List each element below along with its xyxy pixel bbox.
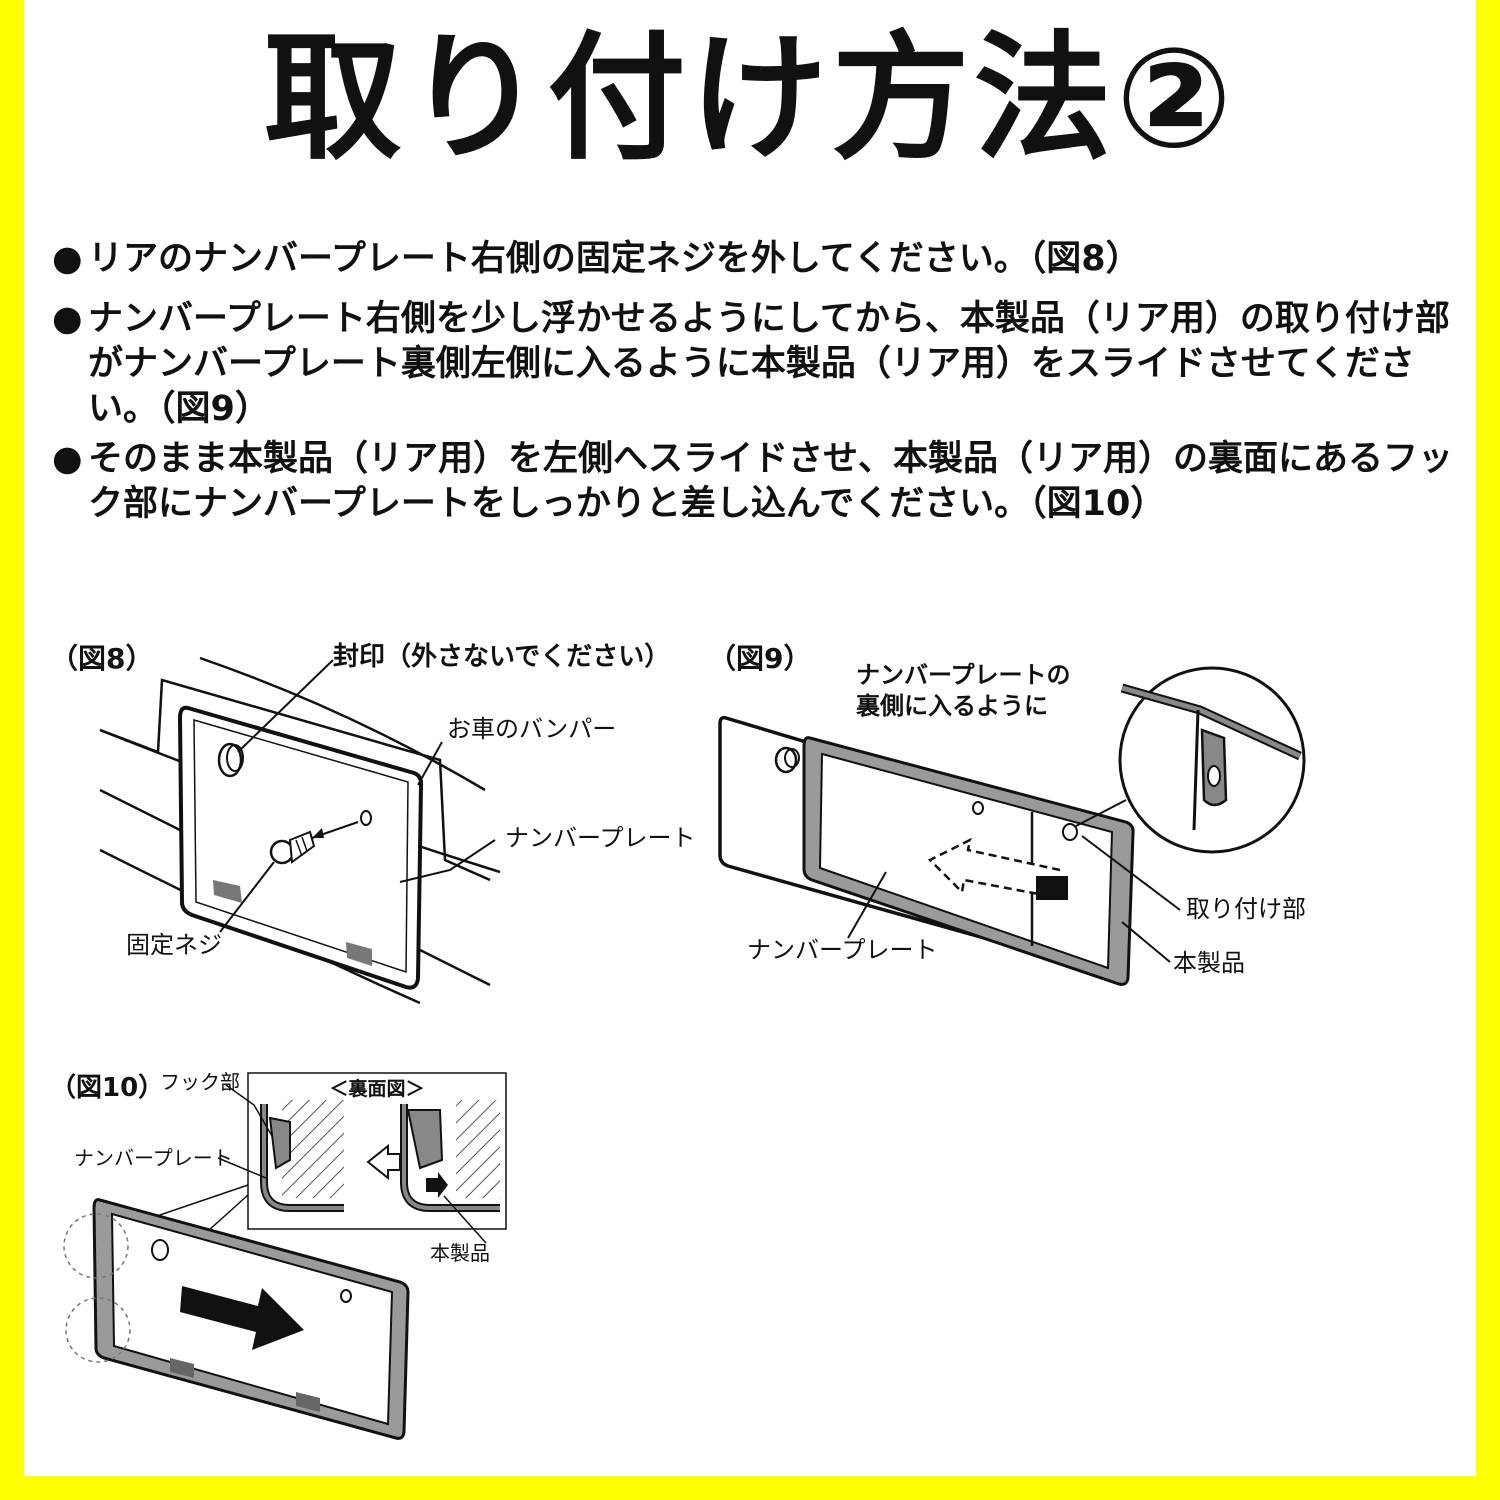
hook-icon (268, 1116, 291, 1170)
instruction-text: ナンバープレート右側を少し浮かせるようにしてから、本製品（リア用）の取り付け部が… (88, 299, 1450, 429)
plate-tab (213, 880, 242, 903)
figure-9: （図9） ナンバープレートの 裏側に入るように 取り付け部 (708, 642, 1306, 986)
arrow-tail-block (1036, 876, 1068, 900)
leader-line (1121, 921, 1171, 963)
leader-line (399, 839, 496, 883)
leader-line (1081, 835, 1181, 911)
label-number-plate: ナンバープレート (74, 1146, 233, 1170)
detail-circle (65, 1297, 131, 1363)
figure-10-caption: （図10） (50, 1073, 164, 1103)
plate-hatched-area (282, 1100, 344, 1198)
screw-icon (269, 830, 316, 865)
label-number-plate: ナンバープレート (747, 936, 938, 964)
arrow-head-icon (312, 828, 324, 838)
instruction-text: リアのナンバープレート右側の固定ネジを外してください。（図8） (88, 239, 1141, 279)
label-mount-part: 取り付け部 (1186, 895, 1306, 923)
label-hook-part: フック部 (160, 1070, 240, 1094)
label-seal: 封印（外さないでください） (333, 642, 670, 672)
detail-circle (63, 1213, 129, 1279)
screw-hole (340, 1289, 352, 1303)
right-arrow-icon (426, 1172, 448, 1198)
label-product: 本製品 (430, 1241, 490, 1265)
instruction-item: ● ナンバープレート右側を少し浮かせるようにしてから、本製品（リア用）の取り付け… (52, 297, 1462, 432)
slide-arrow-icon (927, 837, 1061, 900)
figure-9-caption: （図9） (708, 642, 811, 675)
figure-8-caption: （図8） (50, 642, 153, 675)
label-product: 本製品 (1173, 949, 1245, 977)
leader-line (237, 659, 334, 753)
mount-hole (1062, 823, 1078, 841)
bullet-icon: ● (52, 299, 83, 339)
figure-8: （図8） 封印（外さないでください (50, 642, 696, 1005)
callout-text: 裏側に入るように (855, 692, 1048, 720)
figure-10: （図10） フック部 ナンバープレート ＜裏面図＞ 本製品 (50, 1070, 507, 1440)
bullet-icon: ● (52, 439, 83, 479)
screw-hole (972, 801, 984, 815)
seal-icon (226, 744, 244, 772)
label-fixing-screw: 固定ネジ (126, 931, 222, 959)
number-plate-inner-edge (193, 718, 409, 974)
screw-hole (360, 810, 372, 826)
seal-icon (784, 748, 800, 768)
instruction-item: ● リアのナンバープレート右側の固定ネジを外してください。（図8） (52, 237, 1462, 282)
bullet-icon: ● (52, 239, 83, 279)
label-number-plate: ナンバープレート (505, 824, 696, 852)
left-arrow-icon (366, 1143, 401, 1181)
plate-recess-outline (99, 678, 491, 882)
seal-icon (217, 742, 243, 778)
seal-icon (151, 1239, 169, 1261)
leader-line (217, 1157, 267, 1179)
zoom-callout (1075, 666, 1306, 854)
instruction-text: そのまま本製品（リア用）を左側へスライドさせ、本製品（リア用）の裏面にあるフック… (88, 439, 1454, 524)
leader-line (219, 861, 275, 933)
plate-tab (346, 942, 372, 966)
leader-line (443, 1195, 487, 1244)
callout-text: ナンバープレートの (856, 661, 1071, 689)
instruction-item: ● そのまま本製品（リア用）を左側へスライドさせ、本製品（リア用）の裏面にあるフ… (52, 437, 1462, 527)
product-edge-fill (262, 1104, 344, 1210)
plate-tab (170, 1358, 194, 1378)
leader-line (847, 871, 887, 939)
bumper-line (199, 656, 486, 792)
right-arrow-icon (180, 1286, 304, 1350)
plate-hatched-area (456, 1100, 500, 1198)
plate-tab (296, 1392, 320, 1412)
leader-line (225, 1084, 273, 1137)
leader-line (417, 741, 443, 786)
back-view-title: ＜裏面図＞ (329, 1077, 424, 1100)
hook-icon (406, 1109, 444, 1170)
label-bumper: お車のバンパー (447, 715, 616, 743)
product-edge-fill (402, 1104, 500, 1210)
page-title: 取り付け方法② (263, 18, 1237, 179)
